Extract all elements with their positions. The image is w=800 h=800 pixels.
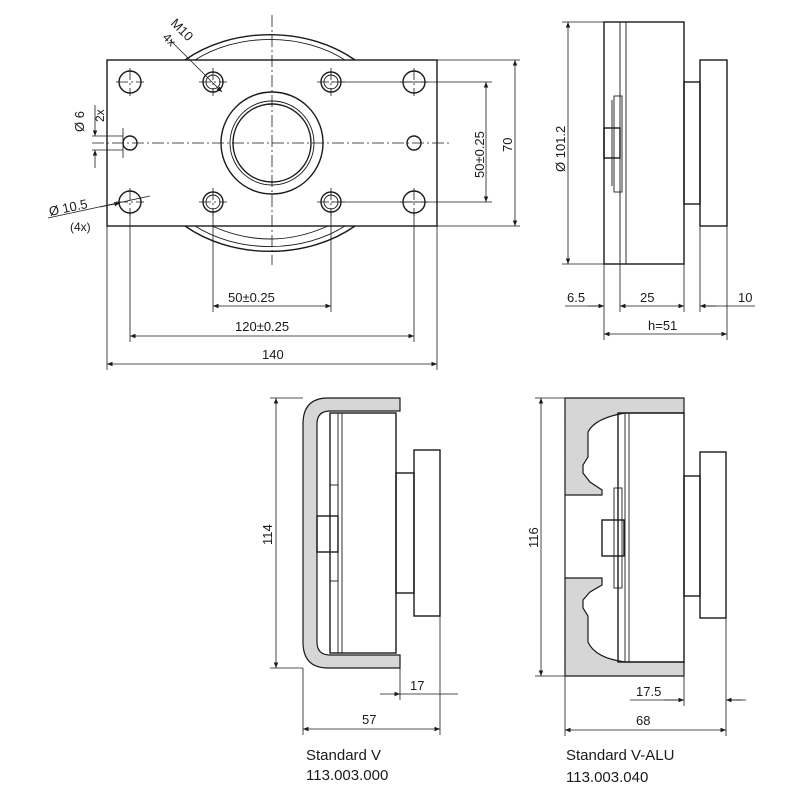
dim-140: 140: [262, 347, 284, 362]
dim-25: 25: [640, 290, 654, 305]
standard-v-view: 114 17 57 Standard V 113.003.000: [260, 397, 458, 784]
dim-h: h=51: [648, 318, 677, 333]
standard-v-alu-part-number: 113.003.040: [566, 769, 648, 786]
d105-label: Ø 10.5: [48, 196, 89, 219]
d6-label: Ø 6: [72, 111, 87, 132]
alu-cylinder: [617, 412, 685, 663]
alu-bracket: [564, 397, 685, 677]
dim-70: 70: [500, 138, 515, 152]
standard-v-name: Standard V: [306, 747, 381, 764]
v-flange: [413, 449, 441, 617]
side-hub: [683, 81, 701, 205]
standard-v-part-number: 113.003.000: [306, 767, 388, 784]
body-arc-top: [184, 34, 356, 61]
side-flange: [699, 59, 728, 227]
alu-flange: [699, 451, 727, 619]
dim-17-5: 17.5: [636, 684, 661, 699]
dim-68: 68: [636, 713, 650, 728]
side-cylinder: [603, 21, 685, 265]
dim-d101: Ø 101.2: [553, 126, 568, 172]
dim-50-horizontal: 50±0.25: [228, 290, 275, 305]
d6-count: 2x: [93, 109, 107, 122]
dim-17: 17: [410, 678, 424, 693]
standard-v-alu-view: 116 17.5 68 Standard V-ALU 113.003.040: [526, 397, 746, 786]
side-view: Ø 101.2 6.5 25 10 h=51: [553, 21, 755, 340]
dim-57: 57: [362, 712, 376, 727]
dim-116: 116: [526, 527, 541, 548]
standard-v-alu-name: Standard V-ALU: [566, 747, 674, 764]
dim-6-5: 6.5: [567, 290, 585, 305]
v-cylinder: [329, 412, 397, 654]
dim-50-vertical: 50±0.25: [472, 131, 487, 178]
d105-count: (4x): [70, 220, 91, 234]
dim-120: 120±0.25: [235, 319, 289, 334]
top-view: M10 4x Ø 6 2x Ø 10.5 (4x) 50±0.25 70 50±…: [48, 15, 520, 370]
dim-114: 114: [260, 524, 275, 545]
dim-10: 10: [738, 290, 752, 305]
body-arc-bottom: [184, 225, 356, 252]
